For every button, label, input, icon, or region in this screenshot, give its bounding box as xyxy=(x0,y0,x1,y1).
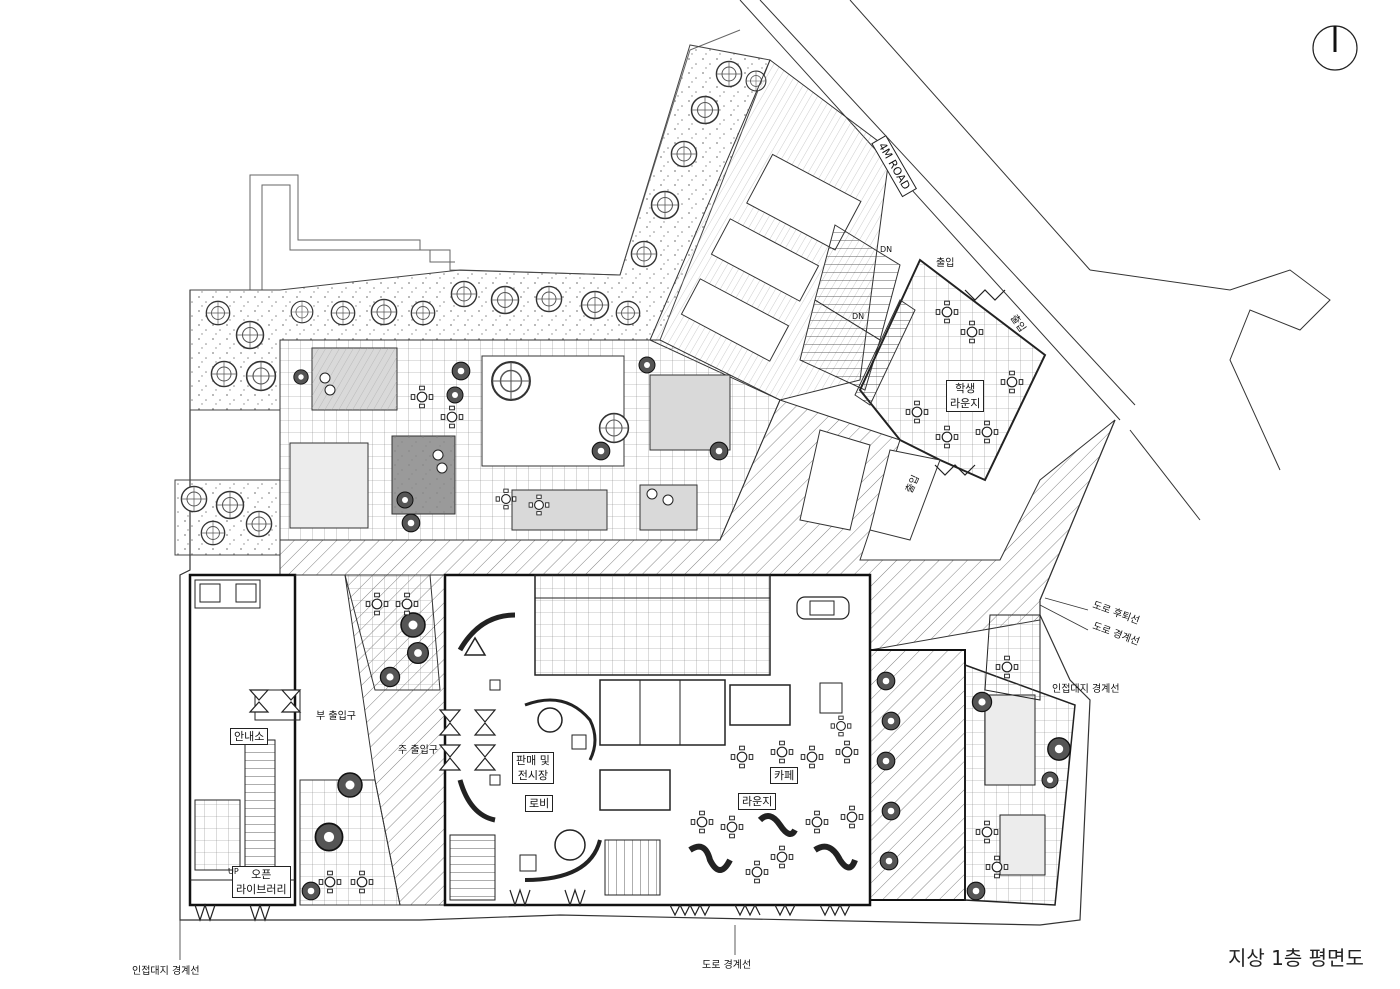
room-info-desk: 안내소 xyxy=(230,728,269,745)
adjacent-boundary-left-label: 인접대지 경계선 xyxy=(132,966,200,977)
main-entrance-label: 주 출입구 xyxy=(398,745,438,756)
room-open-library: 오픈 라이브러리 xyxy=(232,866,291,898)
entrance-doors xyxy=(248,689,497,771)
courtyard-plaza xyxy=(279,339,781,541)
north-arrow xyxy=(1312,25,1358,71)
stair-dn-2: DN xyxy=(852,312,865,321)
road-lines xyxy=(739,0,1331,521)
passage-planting xyxy=(295,574,446,906)
stair-dn-1: DN xyxy=(880,245,893,254)
adjacent-boundary-right-label: 인접대지 경계선 xyxy=(1052,684,1120,695)
road-boundary-bottom-label: 도로 경계선 xyxy=(702,960,752,971)
ramp-stairs xyxy=(799,224,901,391)
entry-top-label: 출입 xyxy=(936,258,955,269)
room-lobby: 로비 xyxy=(525,795,554,812)
stair-up: UP xyxy=(228,867,239,876)
plan-title: 지상 1층 평면도 xyxy=(1228,946,1364,970)
sub-entrance-label: 부 출입구 xyxy=(316,711,356,722)
room-lounge: 라운지 xyxy=(738,793,777,810)
room-student-lounge: 학생 라운지 xyxy=(946,380,985,412)
east-wing xyxy=(869,614,1076,906)
main-building xyxy=(443,573,872,907)
room-cafe: 카페 xyxy=(770,767,799,784)
facade-doors xyxy=(194,289,1006,922)
boundary-leaders xyxy=(179,597,1089,960)
room-sales-exhibit: 판매 및 전시장 xyxy=(512,752,554,784)
